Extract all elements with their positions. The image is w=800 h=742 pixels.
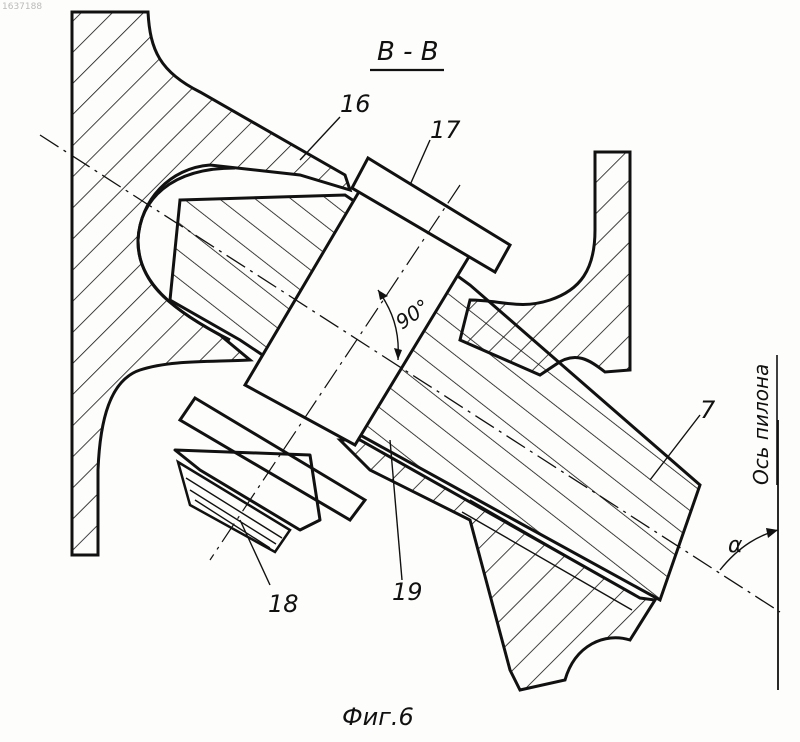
label-16: 16 <box>340 90 371 118</box>
doc-number: 1637188 <box>2 2 42 12</box>
section-title: В - В <box>377 37 439 67</box>
label-19: 19 <box>392 578 423 606</box>
label-17: 17 <box>430 116 461 144</box>
pylon-axis-label: Ось пилона <box>749 364 773 485</box>
figure-caption: Фиг.6 <box>342 703 414 731</box>
label-18: 18 <box>268 590 299 618</box>
leader-16 <box>300 117 340 160</box>
label-7: 7 <box>700 396 716 424</box>
alpha-arrow <box>766 528 778 538</box>
alpha-label: α <box>728 533 743 558</box>
leader-17 <box>410 140 430 185</box>
